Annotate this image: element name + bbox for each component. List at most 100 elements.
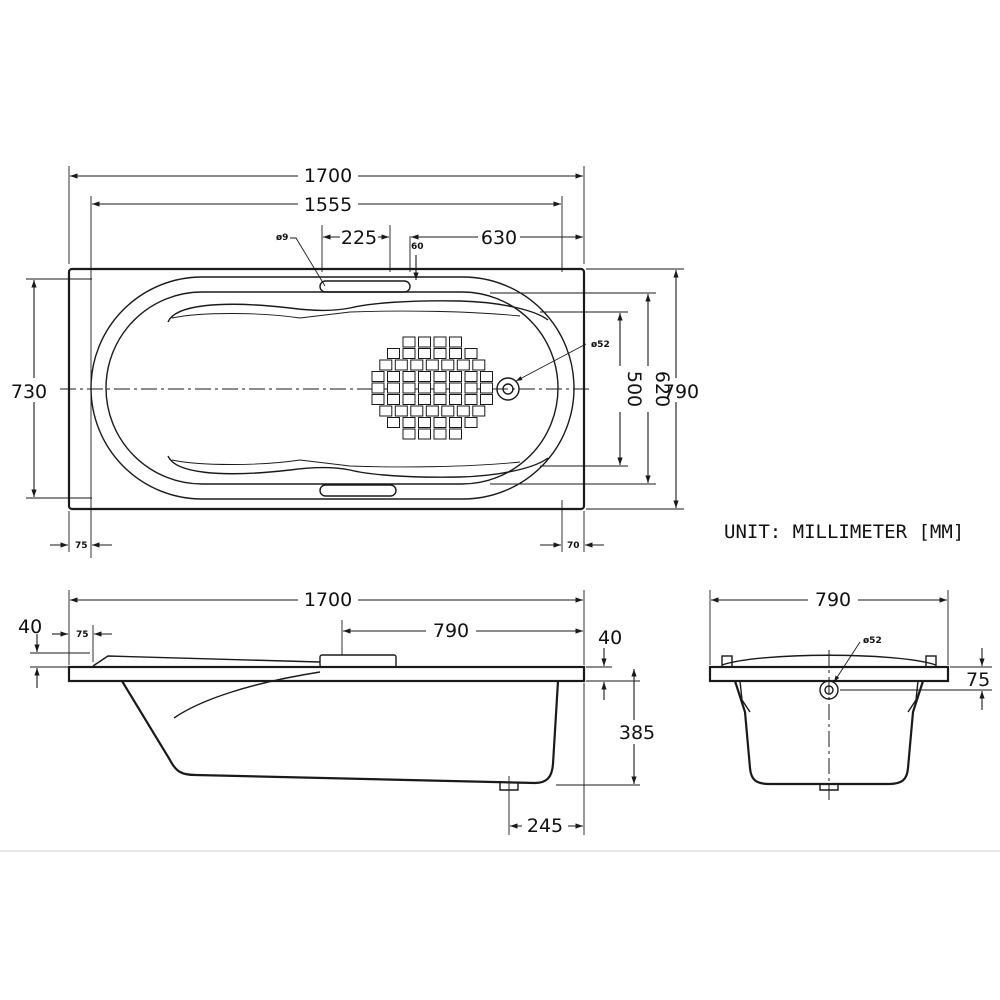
top-basin-width-620: 620 <box>651 371 673 407</box>
top-drain-outer <box>496 377 520 401</box>
side-backrest-curve <box>173 671 321 719</box>
end-view <box>708 650 950 800</box>
top-handle-dia-label: ø9 <box>276 233 288 243</box>
anti-slip-tile <box>418 348 431 359</box>
anti-slip-tile <box>425 359 439 371</box>
anti-slip-tile <box>418 417 431 428</box>
side-drain-to-end-790: 790 <box>433 620 469 642</box>
anti-slip-tile <box>449 336 462 348</box>
anti-slip-tile <box>480 394 493 405</box>
anti-slip-tile <box>387 417 400 428</box>
top-length-1700: 1700 <box>304 165 352 187</box>
top-inner-width-730: 730 <box>11 381 47 403</box>
top-drain-dia-label: ø52 <box>591 340 610 350</box>
end-width-790: 790 <box>815 589 851 611</box>
anti-slip-tile <box>441 405 455 417</box>
top-view-dimensions: 1700 1555 225 630 ø9 60 ø52 730 <box>4 162 702 558</box>
side-handle <box>319 654 397 668</box>
top-handle-setback-60: 60 <box>411 242 424 252</box>
anti-slip-tile <box>387 382 400 394</box>
top-armrest-lower-inner <box>171 459 521 468</box>
anti-slip-tile <box>379 405 393 417</box>
anti-slip-tile <box>433 348 447 359</box>
anti-slip-tile <box>433 394 447 405</box>
anti-slip-tile <box>449 371 462 382</box>
anti-slip-tile <box>464 417 478 428</box>
anti-slip-tile <box>418 382 431 394</box>
anti-slip-tile <box>418 428 431 440</box>
anti-slip-tile <box>425 405 439 417</box>
anti-slip-tile <box>387 394 400 405</box>
top-handle-lower <box>319 484 397 497</box>
top-handle-to-end-630: 630 <box>481 227 517 249</box>
anti-slip-tile <box>433 336 447 348</box>
anti-slip-tile <box>449 382 462 394</box>
top-rim-left-75: 75 <box>75 541 88 551</box>
anti-slip-tile <box>387 371 400 382</box>
anti-slip-tile <box>433 428 447 440</box>
side-foot-offset-245: 245 <box>527 815 563 837</box>
anti-slip-tile <box>449 428 462 440</box>
anti-slip-tile <box>379 359 393 371</box>
anti-slip-tile <box>441 359 455 371</box>
anti-slip-tile <box>402 382 416 394</box>
top-armrest-upper <box>167 300 549 323</box>
anti-slip-tile <box>402 417 416 428</box>
anti-slip-tile <box>456 405 470 417</box>
top-rim-right-70: 70 <box>567 541 580 551</box>
anti-slip-tile <box>402 336 416 348</box>
side-head-slope <box>92 655 321 667</box>
anti-slip-tile <box>371 394 385 405</box>
side-depth-385: 385 <box>619 722 655 744</box>
top-drain-inner <box>502 383 514 395</box>
top-handle-upper <box>319 280 411 293</box>
anti-slip-tile <box>449 348 462 359</box>
anti-slip-tile <box>371 371 385 382</box>
anti-slip-tile <box>418 336 431 348</box>
anti-slip-tile <box>418 371 431 382</box>
anti-slip-tile <box>472 359 486 371</box>
anti-slip-tile <box>480 382 493 394</box>
anti-slip-tile <box>418 394 431 405</box>
anti-slip-tile <box>449 394 462 405</box>
anti-slip-tile <box>480 371 493 382</box>
anti-slip-tile <box>464 371 478 382</box>
top-overall-width-790: 790 <box>663 381 699 403</box>
side-view-dimensions: 1700 790 40 75 40 385 245 <box>18 588 660 838</box>
anti-slip-tile <box>394 405 408 417</box>
anti-slip-tile <box>402 428 416 440</box>
anti-slip-tile <box>410 359 424 371</box>
side-view <box>67 654 586 791</box>
top-view <box>60 267 590 511</box>
anti-slip-tile <box>394 359 408 371</box>
anti-slip-tile <box>464 348 478 359</box>
top-floor-width-500: 500 <box>623 371 645 407</box>
anti-slip-tile <box>456 359 470 371</box>
anti-slip-tile <box>387 348 400 359</box>
anti-slip-tile <box>449 417 462 428</box>
anti-slip-tile <box>464 382 478 394</box>
anti-slip-tile <box>402 348 416 359</box>
top-handle-offset-225: 225 <box>341 227 377 249</box>
side-body <box>121 680 560 785</box>
end-view-dimensions: 790 ø52 75 <box>709 588 992 710</box>
side-rim <box>67 665 586 683</box>
anti-slip-tile <box>464 394 478 405</box>
end-drain-dia-label: ø52 <box>863 636 882 646</box>
side-rim-height-right-40: 40 <box>598 627 622 649</box>
anti-slip-tile <box>433 371 447 382</box>
top-inner-length-1555: 1555 <box>304 194 352 216</box>
end-body <box>733 680 925 786</box>
anti-slip-tile <box>410 405 424 417</box>
unit-note: UNIT: MILLIMETER [MM] <box>724 521 964 543</box>
side-rim-height-left-40: 40 <box>18 616 42 638</box>
side-head-rim-75: 75 <box>76 630 89 640</box>
anti-slip-tile <box>433 382 447 394</box>
top-armrest-upper-inner <box>171 310 521 319</box>
side-length-1700: 1700 <box>304 589 352 611</box>
end-drain-height-75: 75 <box>966 669 990 691</box>
top-armrest-lower <box>167 455 549 478</box>
anti-slip-tile <box>402 371 416 382</box>
anti-slip-tile <box>433 417 447 428</box>
